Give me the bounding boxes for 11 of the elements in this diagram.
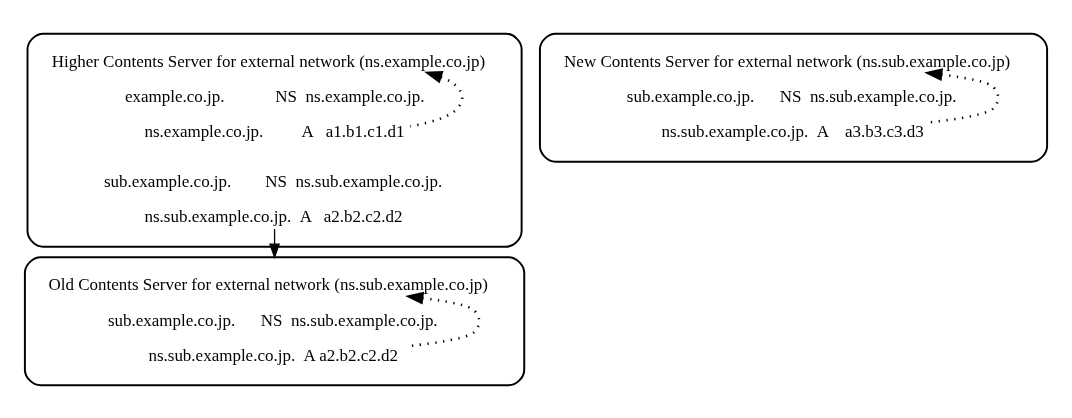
node-text: ns.sub.example.co.jp. A a2.b2.c2.d2 [144,206,403,226]
node-text: Old Contents Server for external network (ns.sub.example.co.jp) [48,274,489,294]
node-text: ns.sub.example.co.jp. A a2.b2.c2.d2 [148,345,398,365]
node-text: Higher Contents Server for external network (ns.example.co.jp) [51,51,486,71]
node-text: sub.example.co.jp. NS ns.sub.example.co.jp. [103,171,443,191]
node-text: sub.example.co.jp. NS ns.sub.example.co.jp. [107,310,438,330]
node-text: ns.sub.example.co.jp. A a3.b3.c3.d3 [661,121,924,141]
node-text: sub.example.co.jp. NS ns.sub.example.co.jp. [626,86,957,106]
node-text: ns.example.co.jp. A a1.b1.c1.d1 [144,121,405,141]
node-text: example.co.jp. NS ns.example.co.jp. [124,86,425,106]
node-text: New Contents Server for external network (ns.sub.example.co.jp) [564,51,1011,71]
